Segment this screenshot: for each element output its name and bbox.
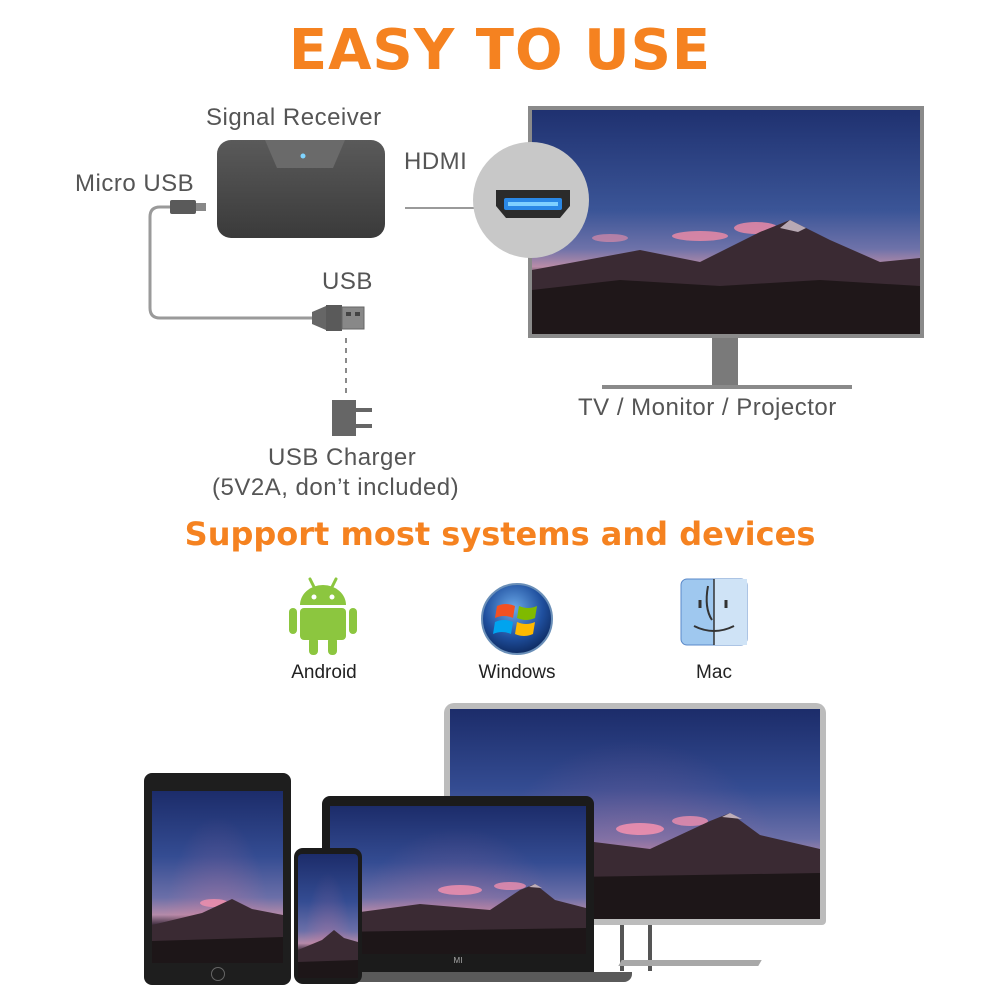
mac-finder-icon: [680, 578, 748, 646]
signal-receiver-device: [217, 140, 385, 238]
support-heading: Support most systems and devices: [184, 515, 816, 553]
tv-monitor: [528, 106, 924, 389]
signal-receiver-label: Signal Receiver: [206, 104, 382, 131]
laptop-brand-logo: MI: [453, 956, 463, 965]
tablet-home-button[interactable]: [211, 967, 225, 981]
usb-a-plug: [312, 305, 365, 331]
tablet-landscape: [152, 899, 283, 963]
usb-cable: [148, 205, 312, 320]
laptop: MI: [322, 796, 594, 972]
os-label-android: Android: [291, 662, 357, 683]
hdmi-port-icon: [473, 142, 589, 258]
android-icon: [289, 577, 357, 655]
os-label-windows: Windows: [478, 662, 556, 683]
laptop-base: [312, 972, 632, 982]
page-title: EASY TO USE: [288, 18, 712, 83]
micro-usb-label: Micro USB: [75, 170, 195, 197]
laptop-landscape: [330, 882, 586, 954]
smartphone-landscape: [298, 930, 358, 978]
usb-charger-note: (5V2A, don’t included): [212, 474, 460, 501]
micro-usb-plug: [170, 200, 206, 214]
curved-monitor-stand: [620, 925, 652, 971]
usb-charger-icon: [332, 400, 372, 436]
hdmi-label: HDMI: [404, 148, 468, 175]
smartphone: [294, 848, 362, 984]
os-label-mac: Mac: [696, 662, 732, 683]
display-label: TV / Monitor / Projector: [578, 394, 837, 421]
connection-diagram: [148, 106, 924, 436]
usb-label: USB: [322, 268, 373, 295]
usb-charger-label: USB Charger: [268, 444, 417, 471]
curved-monitor-base: [618, 960, 762, 966]
windows-icon: [481, 583, 553, 655]
tablet: [144, 773, 291, 985]
